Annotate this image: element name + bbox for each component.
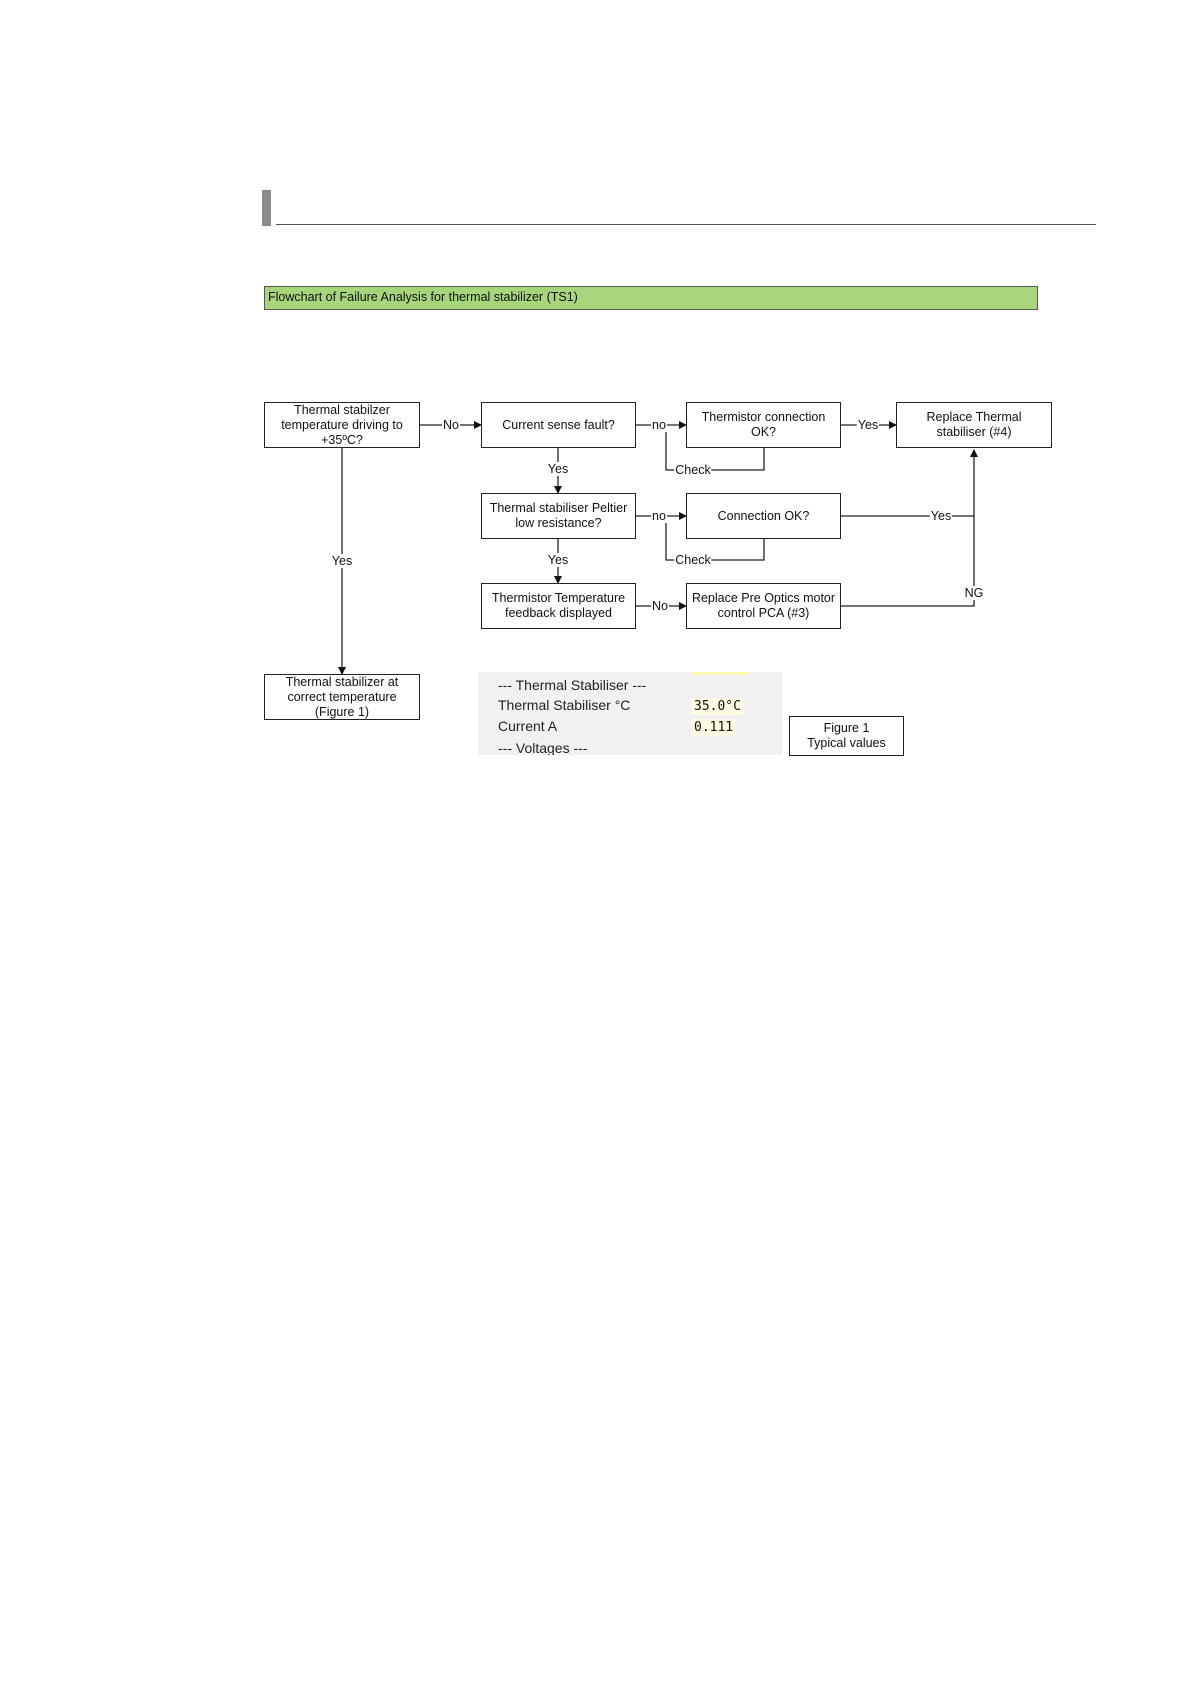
section-marker <box>262 190 271 226</box>
edge-tc-check <box>665 425 765 471</box>
label-rpo-ng: NG <box>963 586 985 600</box>
label-co-yes: Yes <box>929 509 953 523</box>
panel-row-temperature-label: Thermal Stabiliser °C <box>498 697 631 713</box>
label-tc-check: Check <box>674 463 712 477</box>
label-cs-yes: Yes <box>546 462 570 476</box>
panel-section-header: --- Thermal Stabiliser --- <box>498 677 647 693</box>
label-tf-no: No <box>651 599 669 613</box>
panel-row-current-value: 0.111 <box>691 719 737 736</box>
node-peltier-resistance: Thermal stabiliser Peltier low resistanc… <box>481 493 636 539</box>
section-rule <box>276 224 1096 225</box>
edge-rpo-ng <box>841 449 978 607</box>
node-replace-thermal-stabiliser: Replace Thermal stabiliser (#4) <box>896 402 1052 448</box>
label-pel-yes: Yes <box>546 553 570 567</box>
label-tc-yes: Yes <box>856 418 880 432</box>
panel-row-temperature-value: 35.0°C <box>691 698 744 715</box>
panel-row-current-label: Current A <box>498 718 558 734</box>
label-co-check: Check <box>674 553 712 567</box>
node-start: Thermal stabilzer temperature driving to… <box>264 402 420 448</box>
node-thermistor-feedback: Thermistor Temperature feedback displaye… <box>481 583 636 629</box>
typical-values-panel: --- Thermal Stabiliser --- Thermal Stabi… <box>478 672 782 755</box>
panel-highlight-strip <box>691 672 749 675</box>
label-start-no: No <box>442 418 460 432</box>
node-current-sense: Current sense fault? <box>481 402 636 448</box>
node-correct-temperature: Thermal stabilizer at correct temperatur… <box>264 674 420 720</box>
label-start-yes: Yes <box>330 554 354 568</box>
node-connection-ok: Connection OK? <box>686 493 841 539</box>
node-thermistor-connection: Thermistor connection OK? <box>686 402 841 448</box>
label-pel-no: no <box>651 509 667 523</box>
node-replace-pre-optics: Replace Pre Optics motor control PCA (#3… <box>686 583 841 629</box>
flowchart-title-banner: Flowchart of Failure Analysis for therma… <box>264 286 1038 310</box>
label-cs-no: no <box>651 418 667 432</box>
figure-caption: Figure 1 Typical values <box>789 716 904 756</box>
edge-co-check <box>665 516 765 561</box>
panel-voltages-header: --- Voltages --- <box>498 740 588 755</box>
